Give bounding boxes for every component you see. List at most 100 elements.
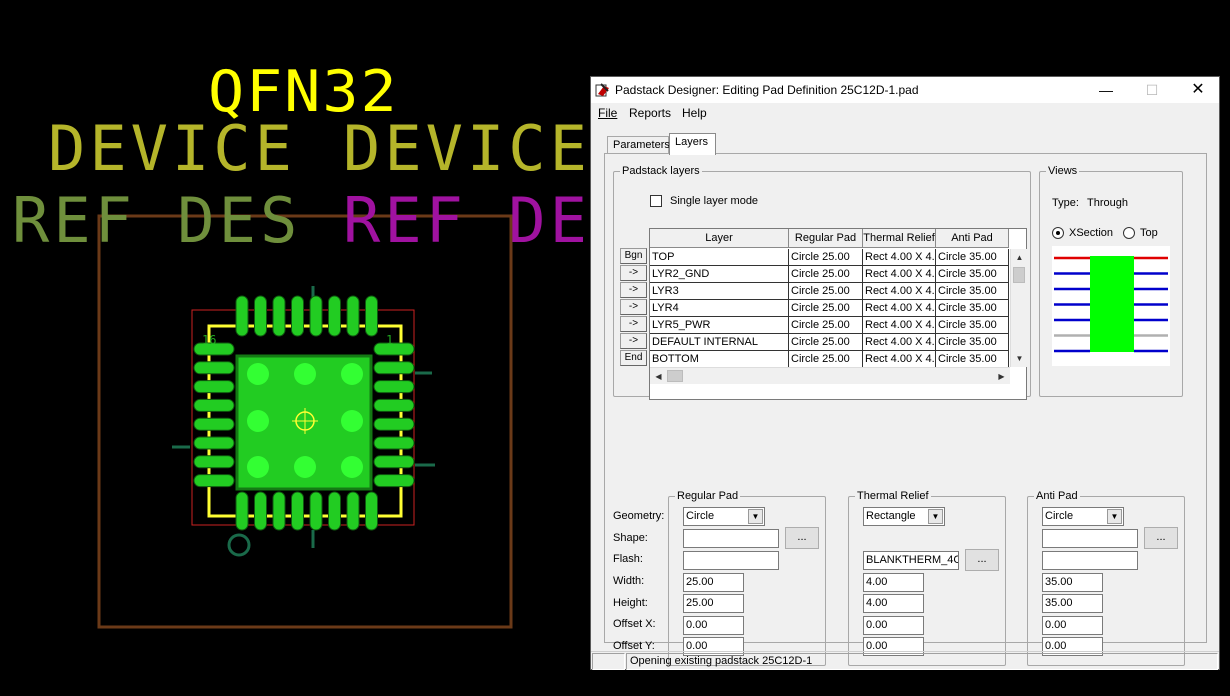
grid-cell-layer[interactable]: BOTTOM [650,351,789,368]
top-pad [328,295,341,337]
menu-help[interactable]: Help [682,106,707,120]
left-pad [193,417,235,431]
scroll-down-icon[interactable]: ▼ [1015,354,1024,363]
regular-shape-browse-button[interactable]: ... [785,527,819,549]
cad-canvas[interactable]: QFN32 DEVICE DEVICE REF DES REF DE 16 1 [0,0,590,677]
grid-cell-thermal[interactable]: Rect 4.00 X 4.00 [863,334,936,351]
grid-cell-anti[interactable]: Circle 35.00 [936,283,1009,300]
regular-offset-x-input[interactable]: 0.00 [683,616,744,635]
padstack-layers-group: Padstack layers Single layer mode Layer … [613,164,1031,400]
grid-cell-regular[interactable]: Circle 25.00 [789,249,863,266]
grid-cell-layer[interactable]: LYR2_GND [650,266,789,283]
ref-des-text-2: REF DE [343,184,590,257]
grid-cell-regular[interactable]: Circle 25.00 [789,351,863,368]
vertical-scroll-thumb[interactable] [1013,267,1025,283]
thermal-width-input[interactable]: 4.00 [863,573,924,592]
anti-height-input[interactable]: 35.00 [1042,594,1103,613]
grid-cell-anti[interactable]: Circle 35.00 [936,300,1009,317]
current-layer-label: Current layer: [799,683,866,695]
title-bar[interactable]: Padstack Designer: Editing Pad Definitio… [591,77,1219,103]
left-pad [193,455,235,469]
anti-shape-input[interactable] [1042,529,1138,548]
anti-width-input[interactable]: 35.00 [1042,573,1103,592]
maximize-button[interactable]: ☐ [1145,82,1159,98]
grid-cell-thermal[interactable]: Rect 4.00 X 4.00 [863,266,936,283]
row-select-button[interactable]: -> [620,299,647,315]
regular-flash-input[interactable] [683,551,779,570]
anti-geometry-select[interactable]: Circle▼ [1042,507,1124,526]
regular-geometry-select[interactable]: Circle▼ [683,507,765,526]
row-select-button[interactable]: -> [620,265,647,281]
tab-layers[interactable]: Layers [669,133,716,155]
horizontal-scroll-thumb[interactable] [667,370,683,382]
grid-cell-thermal[interactable]: Rect 4.00 X 4.00 [863,300,936,317]
view-type-value: Through [1087,197,1128,209]
anti-shape-browse-button[interactable]: ... [1144,527,1178,549]
pin-label-16: 16 [202,333,217,347]
grid-cell-anti[interactable]: Circle 35.00 [936,317,1009,334]
anti-flash-input[interactable] [1042,551,1138,570]
left-pad [193,474,235,488]
flash-label: Flash: [613,553,643,565]
right-pad [373,380,415,394]
tab-parameters[interactable]: Parameters [607,136,670,155]
col-header-layer[interactable]: Layer [650,229,789,248]
top-view-radio[interactable] [1123,227,1135,239]
grid-cell-regular[interactable]: Circle 25.00 [789,266,863,283]
thermal-offset-x-input[interactable]: 0.00 [863,616,924,635]
left-pad [193,436,235,450]
right-pad [373,455,415,469]
anti-geometry-value: Circle [1045,510,1074,522]
close-button[interactable]: ✕ [1191,81,1205,98]
grid-cell-layer[interactable]: LYR5_PWR [650,317,789,334]
grid-cell-regular[interactable]: Circle 25.00 [789,317,863,334]
thermal-via [247,363,269,385]
layers-grid[interactable]: Layer Regular Pad Thermal Relief Anti Pa… [649,228,1027,400]
minimize-button[interactable]: — [1099,82,1113,98]
row-select-button[interactable]: -> [620,316,647,332]
grid-cell-anti[interactable]: Circle 35.00 [936,266,1009,283]
row-select-button[interactable]: Bgn [620,248,647,264]
col-header-anti-pad[interactable]: Anti Pad [936,229,1009,248]
grid-cell-thermal[interactable]: Rect 4.00 X 4.00 [863,249,936,266]
thermal-geometry-select[interactable]: Rectangle▼ [863,507,945,526]
regular-width-input[interactable]: 25.00 [683,573,744,592]
single-layer-mode-checkbox[interactable] [650,195,662,207]
col-header-regular-pad[interactable]: Regular Pad [789,229,863,248]
regular-shape-input[interactable] [683,529,779,548]
xsection-radio[interactable] [1052,227,1064,239]
thermal-flash-browse-button[interactable]: ... [965,549,999,571]
regular-height-input[interactable]: 25.00 [683,594,744,613]
thermal-flash-input[interactable]: BLANKTHERM_4C [863,551,959,570]
anti-offset-x-input[interactable]: 0.00 [1042,616,1103,635]
top-pad [291,295,304,337]
scroll-up-icon[interactable]: ▲ [1015,253,1024,262]
row-select-button[interactable]: End [620,350,647,366]
right-pad [373,361,415,375]
grid-cell-anti[interactable]: Circle 35.00 [936,351,1009,368]
grid-cell-layer[interactable]: LYR3 [650,283,789,300]
bottom-pad [235,491,249,531]
grid-cell-regular[interactable]: Circle 25.00 [789,334,863,351]
grid-cell-thermal[interactable]: Rect 4.00 X 4.00 [863,283,936,300]
grid-cell-regular[interactable]: Circle 25.00 [789,300,863,317]
grid-horizontal-scrollbar[interactable]: ◀ ▶ [650,367,1010,384]
menu-file[interactable]: File [598,106,618,120]
grid-cell-layer[interactable]: LYR4 [650,300,789,317]
grid-cell-thermal[interactable]: Rect 4.00 X 4.00 [863,317,936,334]
row-select-button[interactable]: -> [620,333,647,349]
grid-cell-regular[interactable]: Circle 25.00 [789,283,863,300]
menu-reports[interactable]: Reports [629,106,672,120]
row-select-button[interactable]: -> [620,282,647,298]
thermal-height-input[interactable]: 4.00 [863,594,924,613]
grid-cell-thermal[interactable]: Rect 4.00 X 4.00 [863,351,936,368]
grid-cell-layer[interactable]: DEFAULT INTERNAL [650,334,789,351]
grid-cell-anti[interactable]: Circle 35.00 [936,249,1009,266]
scroll-left-icon[interactable]: ◀ [655,372,662,381]
col-header-thermal-relief[interactable]: Thermal Relief [863,229,936,248]
grid-cell-layer[interactable]: TOP [650,249,789,266]
bottom-pad [309,491,323,531]
grid-cell-anti[interactable]: Circle 35.00 [936,334,1009,351]
scroll-right-icon[interactable]: ▶ [998,372,1005,381]
grid-vertical-scrollbar[interactable]: ▲ ▼ [1010,249,1027,367]
